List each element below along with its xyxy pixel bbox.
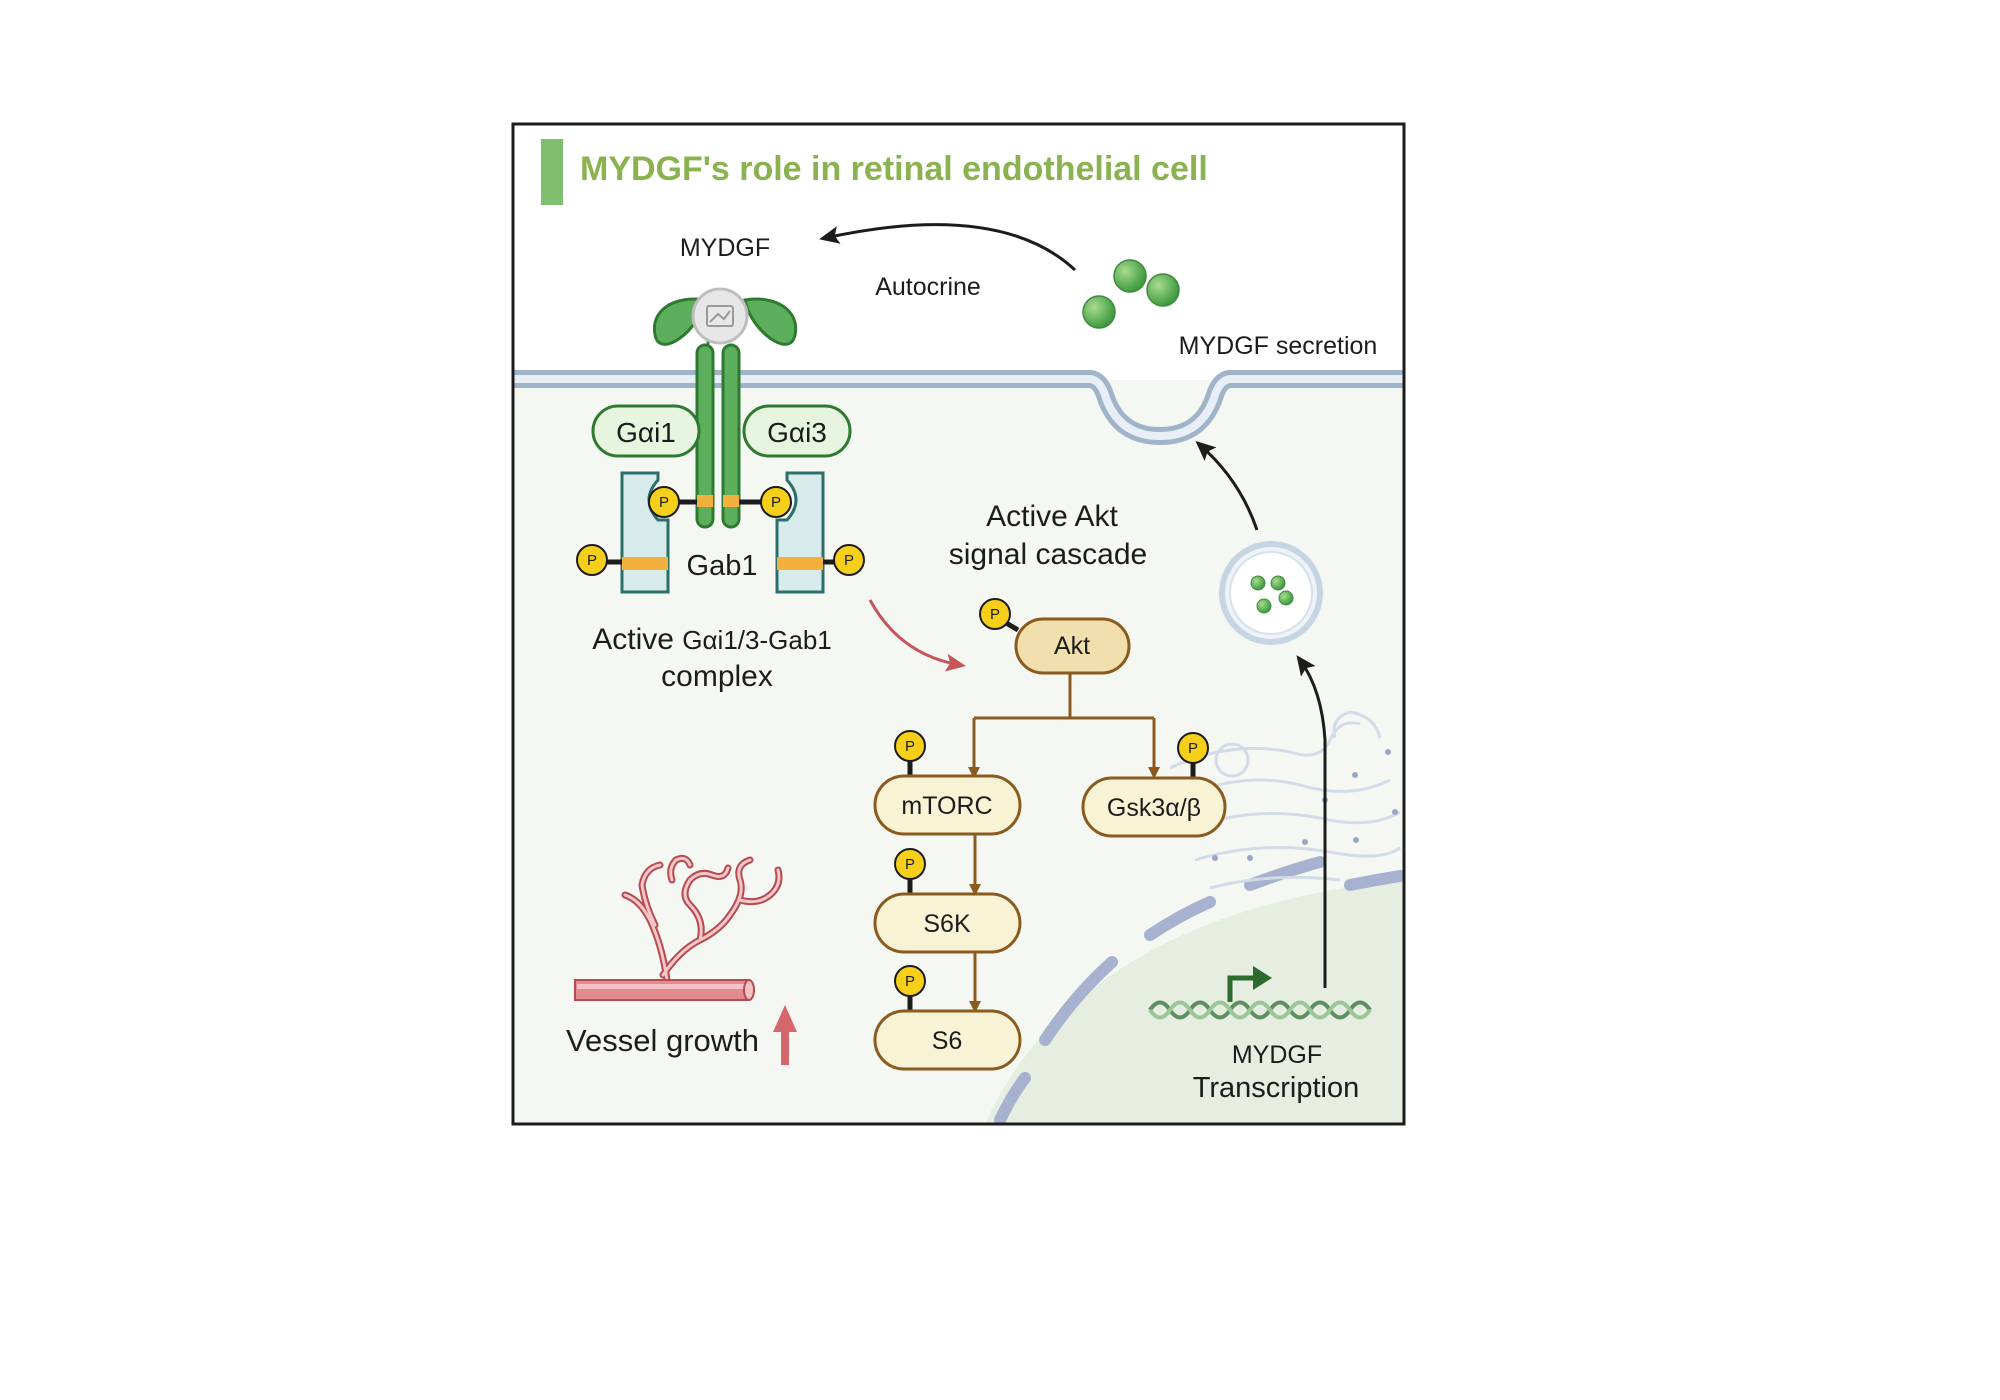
svg-text:P: P xyxy=(587,552,597,569)
s6-label: S6 xyxy=(932,1027,963,1055)
mtorc-node: mTORC xyxy=(873,760,1022,836)
receptor-icon xyxy=(652,297,798,529)
transcription-to-vesicle-arrow xyxy=(1296,655,1327,988)
figure-title: MYDGF's role in retinal endothelial cell xyxy=(580,150,1208,188)
gsk3-node: Gsk3α/β xyxy=(1081,762,1227,838)
gsk3-label: Gsk3α/β xyxy=(1107,794,1201,822)
svg-text:P: P xyxy=(905,973,915,990)
s6k-node: S6K xyxy=(873,878,1022,954)
transcription-gene-label: MYDGF xyxy=(1232,1041,1322,1069)
akt-node: Akt xyxy=(994,614,1131,675)
secreted-mydgf-particles xyxy=(1082,259,1180,329)
blood-vessel-sprouting-icon xyxy=(574,854,783,1001)
activation-arrow xyxy=(868,599,966,672)
cascade-label-line2: signal cascade xyxy=(949,538,1147,571)
vesicle-to-membrane-arrow xyxy=(1195,441,1259,531)
vessel-growth-label: Vessel growth xyxy=(566,1023,759,1058)
svg-text:P: P xyxy=(1188,740,1198,757)
transcription-label: Transcription xyxy=(1193,1072,1360,1104)
mydgf-ligand-label: MYDGF xyxy=(680,234,770,262)
phosphate-icon: P xyxy=(979,598,1011,630)
phosphate-icon: P xyxy=(833,544,865,576)
mydgf-secretion-label: MYDGF secretion xyxy=(1179,332,1378,360)
svg-text:P: P xyxy=(905,738,915,755)
autocrine-label: Autocrine xyxy=(875,273,981,301)
complex-label-line1: Active Gαi1/3-Gab1 xyxy=(592,623,831,656)
phosphate-icon: P xyxy=(894,965,926,997)
galpha-i1: Gαi1 xyxy=(591,404,701,458)
mtorc-label: mTORC xyxy=(901,792,992,820)
phosphate-icon: P xyxy=(894,730,926,762)
akt-label: Akt xyxy=(1054,632,1090,660)
autocrine-arrow xyxy=(819,223,1077,272)
svg-text:P: P xyxy=(905,856,915,873)
gab1-label: Gab1 xyxy=(687,550,758,582)
svg-text:P: P xyxy=(659,494,669,511)
galpha-i1-label: Gαi1 xyxy=(616,417,676,448)
nucleus xyxy=(985,856,1404,1124)
phosphate-icon: P xyxy=(648,486,680,518)
pathway-arrows xyxy=(968,670,1160,1013)
galpha-i3-label: Gαi3 xyxy=(767,417,827,448)
transcription-start-arrow-icon xyxy=(1227,966,1272,1002)
phosphate-icon: P xyxy=(894,848,926,880)
complex-label-line2: complex xyxy=(661,660,773,693)
plasma-membrane xyxy=(513,370,1404,446)
gab1: Gab1 xyxy=(620,471,825,594)
dna-helix-icon xyxy=(1148,1000,1372,1020)
phosphate-icon: P xyxy=(760,486,792,518)
title-block: MYDGF's role in retinal endothelial cell xyxy=(541,139,1208,205)
increase-arrow-icon xyxy=(773,1005,797,1065)
svg-text:P: P xyxy=(771,494,781,511)
cascade-label-line1: Active Akt xyxy=(986,500,1118,533)
secretory-vesicle-icon xyxy=(1219,541,1323,645)
phosphate-icon: P xyxy=(1177,732,1209,764)
svg-text:P: P xyxy=(990,606,1000,623)
svg-text:P: P xyxy=(844,552,854,569)
title-accent-bar xyxy=(541,139,563,205)
mydgf-ligand-icon xyxy=(691,287,749,345)
s6-node: S6 xyxy=(873,995,1022,1071)
galpha-i3: Gαi3 xyxy=(742,404,852,458)
phosphate-icon: P xyxy=(576,544,608,576)
s6k-label: S6K xyxy=(923,910,971,938)
